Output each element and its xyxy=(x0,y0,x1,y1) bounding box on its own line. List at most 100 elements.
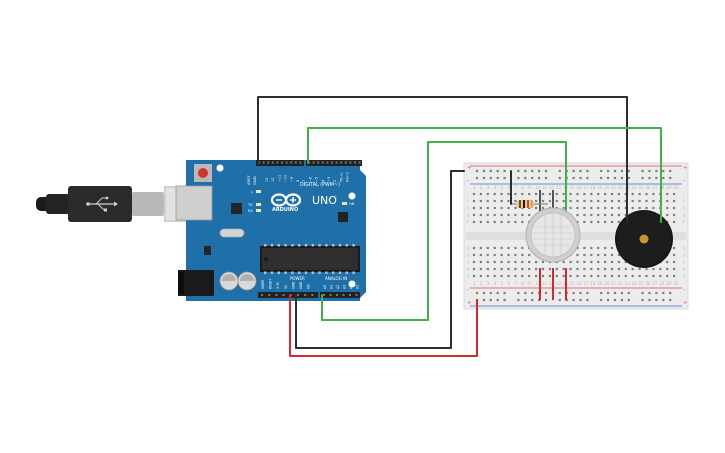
breadboard-hole xyxy=(486,199,489,203)
breadboard-hole xyxy=(631,199,634,203)
wire-gnd-to-rail xyxy=(295,170,465,349)
row-label: j xyxy=(466,192,468,197)
breadboard-hole xyxy=(535,260,538,264)
column-label: 18 xyxy=(590,185,596,190)
breadboard-hole xyxy=(597,199,600,203)
breadboard-hole xyxy=(572,169,575,173)
breadboard-hole xyxy=(617,220,620,224)
digital-pin-label: TX→1 xyxy=(339,173,343,183)
power-pin-label: Vin xyxy=(307,284,311,289)
breadboard-hole xyxy=(597,192,600,196)
breadboard-hole xyxy=(583,192,586,196)
column-label: 15 xyxy=(570,281,576,286)
breadboard-hole xyxy=(631,192,634,196)
breadboard-hole xyxy=(524,176,527,180)
header-pin xyxy=(311,294,314,296)
breadboard-hole xyxy=(590,260,593,264)
breadboard-hole xyxy=(583,260,586,264)
breadboard-hole xyxy=(558,291,561,295)
breadboard-hole xyxy=(541,260,545,264)
breadboard-hole xyxy=(514,260,517,264)
gas-sensor[interactable] xyxy=(525,207,581,263)
breadboard-hole xyxy=(645,206,648,210)
breadboard-hole xyxy=(544,169,548,173)
breadboard-hole xyxy=(586,298,589,302)
analog-header xyxy=(320,292,360,298)
breadboard-hole xyxy=(507,253,510,257)
column-label: 9 xyxy=(528,185,531,190)
breadboard-hole xyxy=(500,213,503,217)
digital-pin-label: ~6 xyxy=(308,177,312,182)
arduino-infinity-logo-icon xyxy=(270,193,302,207)
capacitor xyxy=(219,271,239,291)
chip-pin xyxy=(318,244,321,247)
breadboard-hole xyxy=(517,176,520,180)
breadboard-hole xyxy=(576,274,579,278)
mounting-hole xyxy=(348,280,356,288)
breadboard-hole xyxy=(479,274,482,278)
breadboard-hole xyxy=(482,291,485,295)
breadboard-hole xyxy=(503,291,506,295)
breadboard-hole xyxy=(493,192,496,196)
breadboard-hole xyxy=(579,291,582,295)
breadboard-hole xyxy=(604,274,607,278)
breadboard-hole xyxy=(648,298,651,302)
sensor-mesh xyxy=(533,213,573,257)
breadboard-hole xyxy=(535,267,538,271)
breadboard-hole xyxy=(662,176,665,180)
breadboard-hole xyxy=(489,169,492,173)
header-pin xyxy=(290,161,293,164)
breadboard-hole xyxy=(673,260,676,264)
column-label: 6 xyxy=(508,281,511,286)
column-label: 23 xyxy=(625,281,631,286)
header-pin xyxy=(321,161,324,164)
breadboard-hole xyxy=(617,206,620,210)
piezo-buzzer[interactable] xyxy=(615,210,673,268)
header-pin xyxy=(344,161,347,164)
breadboard-hole xyxy=(604,246,607,250)
header-pin xyxy=(267,161,270,164)
header-pin xyxy=(285,161,288,164)
row-label: c xyxy=(683,260,685,265)
header-pin xyxy=(281,161,283,164)
resistor[interactable] xyxy=(511,200,548,208)
breadboard-hole xyxy=(541,267,545,271)
breadboard-hole xyxy=(538,176,541,180)
breadboard-hole xyxy=(493,246,496,250)
breadboard-hole xyxy=(655,298,658,302)
power-pin-label: IOREF xyxy=(261,279,265,289)
breadboard-hole xyxy=(607,169,610,173)
breadboard-hole xyxy=(479,253,482,257)
breadboard-hole xyxy=(541,192,545,196)
breadboard-hole xyxy=(475,291,479,295)
rail-sign: + xyxy=(467,300,471,306)
breadboard-hole xyxy=(493,206,496,210)
analog-pin-label: A3 xyxy=(343,285,347,289)
breadboard-hole xyxy=(610,199,614,203)
breadboard-hole xyxy=(500,199,503,203)
breadboard-hole xyxy=(562,260,565,264)
column-label: 28 xyxy=(659,185,665,190)
led-on xyxy=(342,202,347,205)
breadboard-hole xyxy=(548,192,551,196)
column-label: 1 xyxy=(473,281,476,286)
breadboard-hole xyxy=(500,206,503,210)
breadboard-hole xyxy=(541,206,545,210)
breadboard-hole xyxy=(544,298,548,302)
breadboard-hole xyxy=(507,206,510,210)
breadboard-hole xyxy=(652,199,655,203)
header-pin xyxy=(299,161,302,164)
row-label: g xyxy=(467,213,470,218)
breadboard-hole xyxy=(648,291,651,295)
reset-button[interactable] xyxy=(194,164,212,182)
breadboard-hole xyxy=(597,274,600,278)
row-label: i xyxy=(683,199,684,204)
power-pin-label: GND xyxy=(291,281,295,289)
chip-pin xyxy=(284,271,287,274)
breadboard-hole xyxy=(503,298,506,302)
breadboard-hole xyxy=(521,246,524,250)
breadboard-hole xyxy=(673,220,676,224)
breadboard-hole xyxy=(528,213,531,217)
